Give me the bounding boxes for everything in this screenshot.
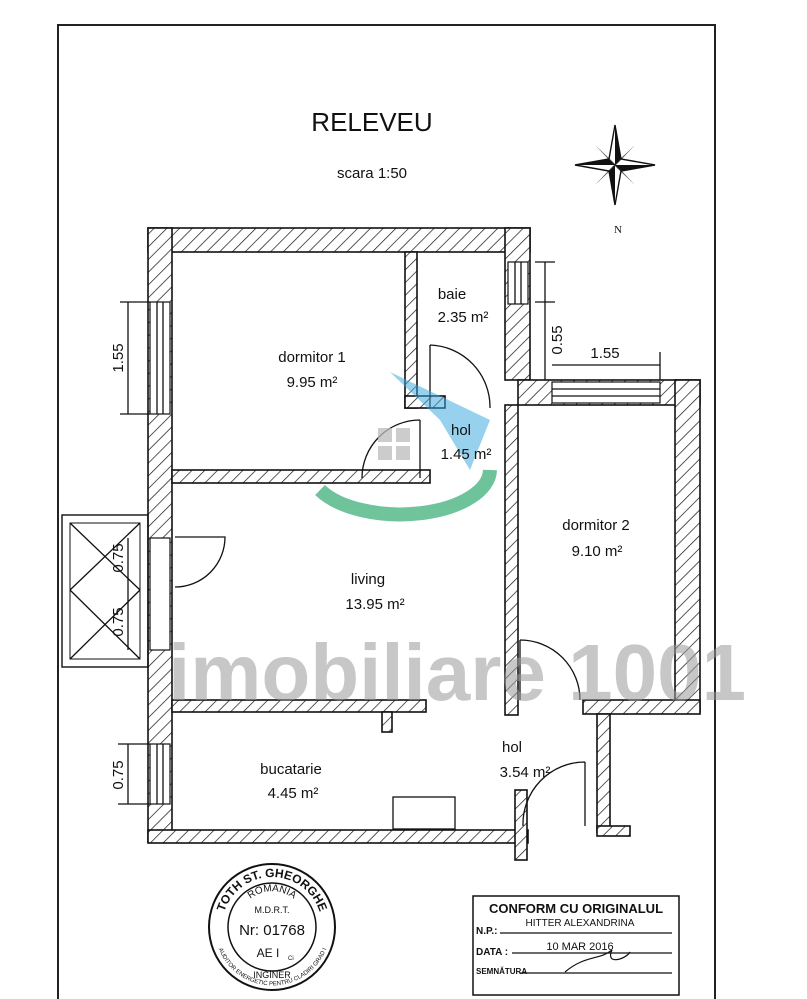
room-hol-2: hol 3.54 m² — [500, 739, 551, 781]
dim-dormitor2-window: 1.55 — [590, 345, 619, 362]
engineer-stamp: TOTH ST. GHEORGHE ROMANIA M.D.R.T. Nr: 0… — [208, 863, 336, 991]
room-bucatarie: bucatarie 4.45 m² — [260, 761, 322, 802]
plan-title: RELEVEU — [311, 107, 432, 137]
signature-mark — [564, 949, 631, 973]
svg-text:AE I: AE I — [257, 946, 280, 960]
svg-text:DATA :: DATA : — [476, 947, 508, 958]
room-baie: baie 2.35 m² — [438, 286, 489, 326]
svg-text:hol: hol — [502, 739, 522, 756]
svg-text:1.45 m²: 1.45 m² — [441, 446, 492, 463]
svg-text:living: living — [351, 571, 385, 588]
svg-text:4.45 m²: 4.45 m² — [268, 785, 319, 802]
svg-text:Ci: Ci — [288, 956, 294, 962]
svg-text:dormitor 1: dormitor 1 — [278, 349, 346, 366]
svg-text:13.95 m²: 13.95 m² — [345, 596, 404, 613]
svg-text:dormitor 2: dormitor 2 — [562, 517, 630, 534]
plan-scale: scara 1:50 — [337, 165, 407, 182]
svg-text:10 MAR 2016: 10 MAR 2016 — [546, 941, 613, 953]
walls — [147, 227, 701, 861]
compass-rose-icon — [574, 124, 656, 206]
dimension-lines: 1.55 0.55 1.55 0.75 0.75 0.75 — [110, 261, 661, 805]
svg-text:bucatarie: bucatarie — [260, 761, 322, 778]
svg-text:2.35 m²: 2.35 m² — [438, 309, 489, 326]
svg-text:N.P.:: N.P.: — [476, 926, 498, 937]
balcony — [61, 514, 149, 668]
svg-text:hol: hol — [451, 422, 471, 439]
dim-dormitor1-window: 1.55 — [110, 343, 127, 372]
svg-text:3.54 m²: 3.54 m² — [500, 764, 551, 781]
watermark-text: imobiliare 1001 — [168, 628, 746, 717]
svg-text:INGINER: INGINER — [253, 970, 291, 980]
svg-text:ROMANIA: ROMANIA — [246, 883, 299, 901]
dim-balcony-lower: 0.75 — [110, 607, 127, 636]
room-dormitor-2: dormitor 2 9.10 m² — [562, 517, 630, 560]
room-dormitor-1: dormitor 1 9.95 m² — [278, 349, 346, 391]
page-border — [57, 24, 716, 999]
svg-text:CONFORM CU ORIGINALUL: CONFORM CU ORIGINALUL — [489, 901, 663, 916]
svg-text:Nr: 01768: Nr: 01768 — [239, 922, 305, 939]
svg-text:HITTER ALEXANDRINA: HITTER ALEXANDRINA — [526, 918, 635, 929]
certification-box: CONFORM CU ORIGINALUL HITTER ALEXANDRINA… — [472, 895, 680, 996]
dim-baie-window: 0.55 — [549, 325, 566, 354]
dim-bucatarie-window: 0.75 — [110, 760, 127, 789]
svg-text:baie: baie — [438, 286, 466, 303]
dim-balcony-upper: 0.75 — [110, 543, 127, 572]
watermark-logo — [315, 372, 497, 522]
windows — [149, 261, 661, 805]
room-living: living 13.95 m² — [345, 571, 404, 613]
compass-north-label: N — [614, 224, 622, 236]
room-hol-1: hol 1.45 m² — [441, 422, 492, 463]
svg-text:M.D.R.T.: M.D.R.T. — [255, 905, 290, 915]
svg-text:9.10 m²: 9.10 m² — [572, 543, 623, 560]
svg-text:9.95 m²: 9.95 m² — [287, 374, 338, 391]
svg-text:SEMNĂTURA: SEMNĂTURA — [476, 967, 527, 976]
